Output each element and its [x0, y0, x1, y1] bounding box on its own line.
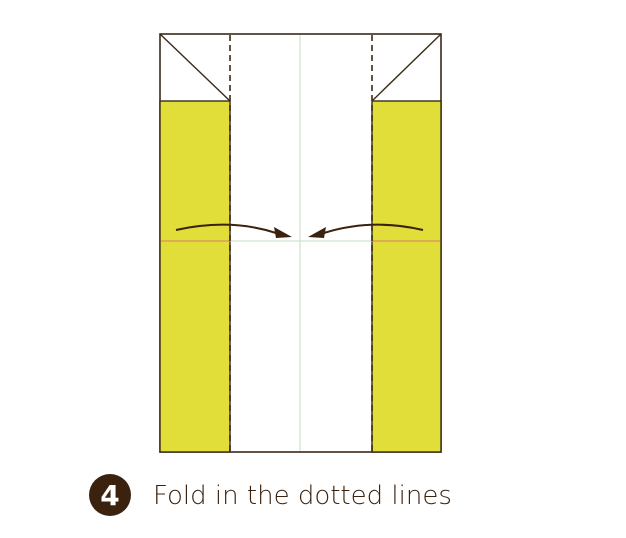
- step-instruction: Fold in the dotted lines: [153, 481, 452, 511]
- step-number: 4: [100, 479, 119, 512]
- left-corner-diagonal: [159, 33, 231, 102]
- curved-arrow-right-icon: [175, 223, 292, 238]
- right-corner-diagonal: [371, 33, 442, 102]
- left-yellow-panel: [159, 100, 231, 453]
- step-badge: 4: [89, 474, 131, 516]
- curved-arrow-left-icon: [308, 223, 424, 238]
- right-yellow-panel: [371, 100, 442, 453]
